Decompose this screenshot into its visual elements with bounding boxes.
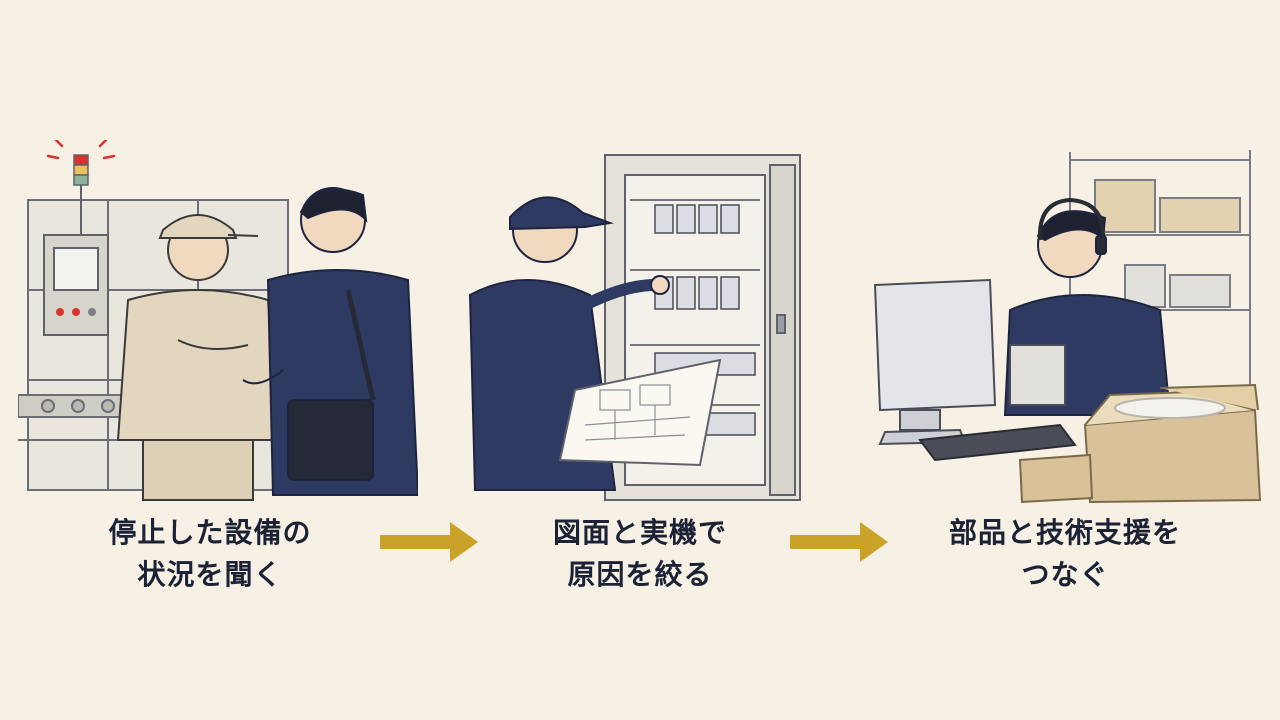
step-1-line-2: 状況を聞く	[137, 558, 283, 591]
keyboard	[918, 423, 1077, 462]
step-3-line-1: 部品と技術支援を	[948, 516, 1181, 549]
step-3-line-2: つなぐ	[1021, 558, 1109, 591]
arrow-right-icon	[790, 522, 888, 562]
service-engineer	[242, 187, 418, 496]
alarm-light-icon	[46, 140, 116, 235]
control-panel	[43, 234, 109, 336]
step-2-line-2: 原因を絞る	[567, 558, 713, 591]
step-1-caption: 停止した設備の 状況を聞く	[60, 512, 360, 596]
parts-box	[1018, 383, 1262, 504]
illustration-interview	[18, 140, 418, 505]
arrow-right-icon	[380, 522, 478, 562]
storage-shelf	[1069, 150, 1251, 390]
illustration-support-desk	[860, 140, 1270, 505]
step-2-caption: 図面と実機で 原因を絞る	[490, 512, 790, 596]
step-3-caption: 部品と技術支援を つなぐ	[905, 512, 1225, 596]
step-1-line-1: 停止した設備の	[108, 516, 312, 549]
schematic-drawing	[558, 358, 722, 467]
support-operator	[1003, 197, 1172, 416]
step-2-line-1: 図面と実機で	[552, 516, 727, 549]
computer-monitor	[873, 278, 997, 446]
illustration-cabinet-inspection	[465, 145, 805, 505]
